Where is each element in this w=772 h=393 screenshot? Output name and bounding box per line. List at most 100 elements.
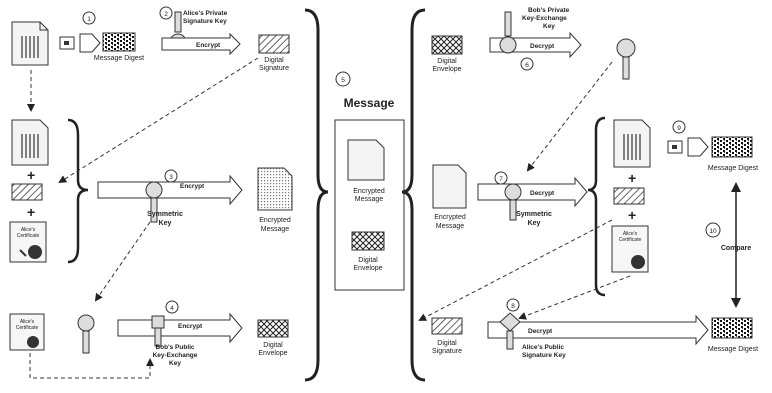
bob-public-key-label-3: Key <box>169 360 181 367</box>
compare-label: Compare <box>721 245 751 252</box>
alice-public-key-label-2: Signature Key <box>522 352 566 359</box>
step-5-circle: 5 <box>336 72 350 86</box>
step-9-label: 9 <box>677 125 681 132</box>
step-2-circle: 2 <box>160 7 172 19</box>
compare-arrow-down <box>731 298 741 308</box>
hash-function-icon <box>60 34 100 52</box>
encrypt-label-4: Encrypt <box>178 323 203 330</box>
bob-public-key-label-1: Bob's Public <box>155 344 194 351</box>
bob-private-key-label-2: Key-Exchange <box>522 15 567 22</box>
plus-icon-2: + <box>27 204 35 220</box>
message-digest-block <box>103 33 135 51</box>
plus-icon-3: + <box>628 170 636 186</box>
right-encrypted-label-1: Encrypted <box>434 214 466 221</box>
message-digest-block-bottom-right <box>712 318 752 338</box>
signature-in-right-stack <box>614 188 644 204</box>
dashed-arrow-bottom-loop <box>30 353 150 378</box>
right-signature-label-1: Digital <box>437 340 457 347</box>
step-5-label: 5 <box>341 77 345 84</box>
alice-public-key-label-1: Alice's Public <box>522 344 564 351</box>
message-digest-block-top-right <box>712 137 752 157</box>
bob-private-key-label-1: Bob's Private <box>528 7 570 14</box>
digital-signature-label-1: Digital <box>264 57 284 64</box>
middle-encrypted-label-1: Encrypted <box>353 188 385 195</box>
encrypt-label-1: Encrypt <box>196 42 221 49</box>
symmetric-key-label-1: Symmetric <box>147 211 183 218</box>
dashed-arrow-signature-to-stack <box>60 58 258 182</box>
certificate-icon: Alice's Certificate <box>10 222 46 262</box>
step-3-circle: 3 <box>165 170 177 182</box>
step-10-circle: 10 <box>706 223 720 237</box>
bob-private-key-icon <box>500 12 516 53</box>
digital-signature-block-right <box>432 318 462 334</box>
encrypted-message-label-1: Encrypted <box>259 217 291 224</box>
right-certificate-label-2: Certificate <box>619 237 642 243</box>
middle-envelope-label-2: Envelope <box>353 265 382 272</box>
alice-private-key-label-2: Signature Key <box>183 18 227 25</box>
encrypted-message-label-2: Message <box>261 226 290 233</box>
digital-envelope-block-middle <box>352 232 384 250</box>
message-title: Message <box>344 96 395 110</box>
right-envelope-label-2: Envelope <box>432 66 461 73</box>
signature-in-stack <box>12 184 42 200</box>
encrypted-message-icon-left <box>258 168 292 210</box>
dashed-arrow-key-to-envelope <box>96 222 150 300</box>
step-9-circle: 9 <box>673 121 685 133</box>
decrypted-document-icon <box>614 120 650 167</box>
digital-signature-label-2: Signature <box>259 65 289 72</box>
decrypt-arrow-8 <box>488 316 708 344</box>
message-digest-top-label: Message Digest <box>708 165 758 172</box>
step-4-circle: 4 <box>166 301 178 313</box>
digital-envelope-left-label-2: Envelope <box>258 350 287 357</box>
middle-encrypted-label-2: Message <box>355 196 384 203</box>
step-1-label: 1 <box>87 16 91 23</box>
digital-signature-block <box>259 35 289 53</box>
decrypt-label-6: Decrypt <box>530 43 555 50</box>
symmetric-key-recovered-icon <box>617 39 635 79</box>
step-2-label: 2 <box>164 11 168 18</box>
bob-public-key-standalone-icon <box>78 315 94 353</box>
right-encrypted-label-2: Message <box>436 223 465 230</box>
hash-function-right-icon <box>668 138 708 156</box>
stack-brace <box>68 120 88 262</box>
message-digest-bottom-label: Message Digest <box>708 346 758 353</box>
decrypt-label-8: Decrypt <box>528 328 553 335</box>
step-6-label: 6 <box>525 62 529 69</box>
encrypted-message-icon-right <box>433 165 466 208</box>
dashed-arrow-key-to-decrypt <box>528 62 612 170</box>
dashed-arrow-cert-to-key <box>520 276 630 318</box>
left-big-brace <box>305 10 328 380</box>
certificate-label-2: Certificate <box>17 233 40 239</box>
certificate-right-icon: Alice's Certificate <box>612 226 648 272</box>
plus-icon-1: + <box>27 167 35 183</box>
alice-private-key-label-1: Alice's Private <box>183 10 228 17</box>
step-3-label: 3 <box>169 174 173 181</box>
encrypted-message-icon-middle <box>348 140 384 180</box>
step-10-label: 10 <box>709 228 717 235</box>
message-document-copy-icon <box>12 120 48 165</box>
right-stack-brace <box>588 118 605 295</box>
right-symmetric-key-label-2: Key <box>528 220 541 227</box>
right-envelope-label-1: Digital <box>437 58 457 65</box>
encrypt-label-3: Encrypt <box>180 183 205 190</box>
bob-private-key-label-3: Key <box>543 23 555 30</box>
step-7-label: 7 <box>499 176 503 183</box>
step-6-circle: 6 <box>521 58 533 70</box>
step-8-label: 8 <box>511 303 515 310</box>
digital-envelope-left-label-1: Digital <box>263 342 283 349</box>
message-document-icon <box>12 22 48 65</box>
compare-arrow-up <box>731 182 741 192</box>
symmetric-key-label-2: Key <box>159 220 172 227</box>
step-4-label: 4 <box>170 305 174 312</box>
bob-public-key-label-2: Key-Exchange <box>153 352 198 359</box>
certificate-small-label-2: Certificate <box>16 325 39 331</box>
right-big-brace <box>402 10 425 380</box>
plus-icon-4: + <box>628 207 636 223</box>
middle-envelope-label-1: Digital <box>358 257 378 264</box>
right-signature-label-2: Signature <box>432 348 462 355</box>
digital-envelope-block-left <box>258 320 288 337</box>
step-8-circle: 8 <box>507 299 519 311</box>
digital-envelope-block-right <box>432 36 462 54</box>
